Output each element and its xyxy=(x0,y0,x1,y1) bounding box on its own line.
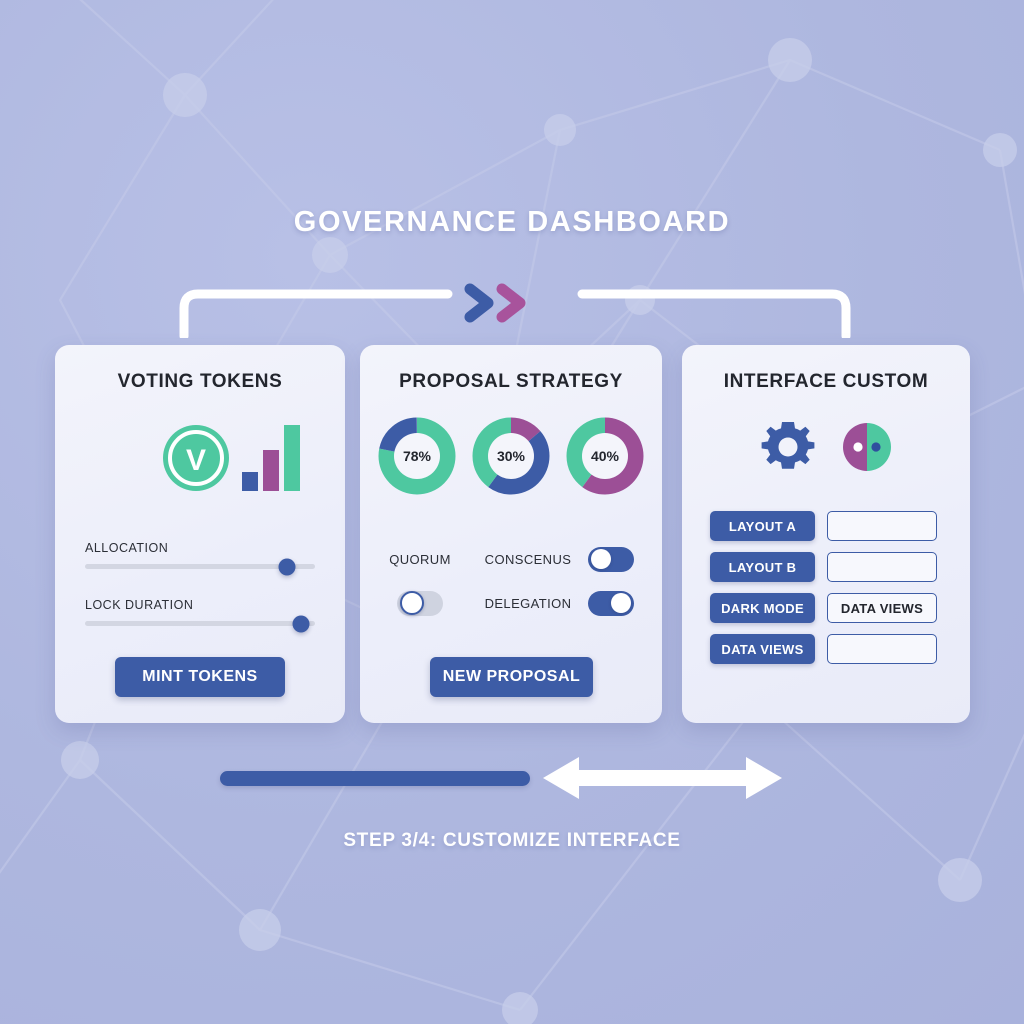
option-chip-data-views[interactable]: DATA VIEWS xyxy=(710,634,815,664)
toggle-row-quorum-delegation: DELEGATION xyxy=(372,581,650,625)
toggle-settings-grid: QUORUM CONSCENUS DELEGATION xyxy=(372,537,650,625)
page-title: GOVERNANCE DASHBOARD xyxy=(293,206,731,238)
donut-chart-1-value: 78% xyxy=(394,433,440,479)
card-title-interface-custom: INTERFACE CUSTOM xyxy=(723,371,929,392)
contrast-circle-icon[interactable] xyxy=(842,422,892,472)
bar-3 xyxy=(284,425,300,491)
option-chip-dark-mode[interactable]: DARK MODE xyxy=(710,593,815,623)
mint-tokens-button[interactable]: MINT TOKENS xyxy=(115,657,285,697)
toggle-delegation[interactable] xyxy=(588,590,634,616)
option-chip-layout-a[interactable]: LAYOUT A xyxy=(710,511,815,541)
donut-chart-2: 30% xyxy=(472,417,550,495)
option-field-1[interactable] xyxy=(827,511,937,541)
donut-chart-2-value: 30% xyxy=(488,433,534,479)
step-indicator-text: STEP 3/4: CUSTOMIZE INTERFACE xyxy=(343,830,681,851)
label-conscenus: CONSCENUS xyxy=(484,551,572,567)
resize-double-arrow-icon xyxy=(543,757,782,799)
donut-chart-3-value: 40% xyxy=(582,433,628,479)
option-row: LAYOUT B xyxy=(710,552,942,582)
interface-icon-row xyxy=(682,419,970,475)
label-delegation: DELEGATION xyxy=(484,595,572,611)
option-row: DARK MODE DATA VIEWS xyxy=(710,593,942,623)
coin-letter: V xyxy=(186,444,206,477)
new-proposal-button[interactable]: NEW PROPOSAL xyxy=(430,657,593,697)
progress-bar[interactable] xyxy=(220,771,530,786)
option-field-2[interactable] xyxy=(827,552,937,582)
slider-allocation-track[interactable] xyxy=(85,558,315,575)
slider-lock-duration[interactable]: LOCK DURATION xyxy=(85,598,315,632)
option-row: DATA VIEWS xyxy=(710,634,942,664)
option-chip-layout-b[interactable]: LAYOUT B xyxy=(710,552,815,582)
donut-chart-1: 78% xyxy=(378,417,456,495)
toggle-conscenus-knob xyxy=(591,549,611,569)
donut-chart-row: 78% 30% 4 xyxy=(378,417,644,495)
toggle-row-quorum-conscenus: QUORUM CONSCENUS xyxy=(372,537,650,581)
bar-1 xyxy=(242,472,258,491)
toggle-conscenus[interactable] xyxy=(588,546,634,572)
bar-2 xyxy=(263,450,279,491)
card-interface-custom: INTERFACE CUSTOM LAYOUT A LAYOUT B xyxy=(682,345,970,723)
interface-options-grid: LAYOUT A LAYOUT B DARK MODE DATA VIEWS D… xyxy=(710,511,942,675)
toggle-quorum[interactable] xyxy=(397,590,443,616)
slider-lock-duration-track[interactable] xyxy=(85,615,315,632)
slider-allocation[interactable]: ALLOCATION xyxy=(85,541,315,575)
option-field-4[interactable] xyxy=(827,634,937,664)
card-proposal-strategy: PROPOSAL STRATEGY 78% xyxy=(360,345,662,723)
donut-chart-3: 40% xyxy=(566,417,644,495)
voting-token-coin-icon: V xyxy=(163,425,229,491)
toggle-quorum-knob xyxy=(400,590,424,615)
option-field-3[interactable]: DATA VIEWS xyxy=(827,593,937,623)
gear-icon[interactable] xyxy=(760,419,816,475)
token-bar-chart xyxy=(242,425,300,491)
option-row: LAYOUT A xyxy=(710,511,942,541)
label-quorum: QUORUM xyxy=(389,551,451,567)
card-title-voting-tokens: VOTING TOKENS xyxy=(117,371,283,392)
slider-allocation-label: ALLOCATION xyxy=(85,541,169,555)
card-voting-tokens: VOTING TOKENS V ALLOCATION LOCK DURATION… xyxy=(55,345,345,723)
double-chevron-icon xyxy=(464,283,526,323)
slider-allocation-knob[interactable] xyxy=(278,558,296,575)
slider-lock-duration-knob[interactable] xyxy=(292,615,310,632)
slider-lock-duration-label: LOCK DURATION xyxy=(85,598,194,612)
card-title-proposal-strategy: PROPOSAL STRATEGY xyxy=(399,371,623,392)
toggle-delegation-knob xyxy=(611,593,631,613)
